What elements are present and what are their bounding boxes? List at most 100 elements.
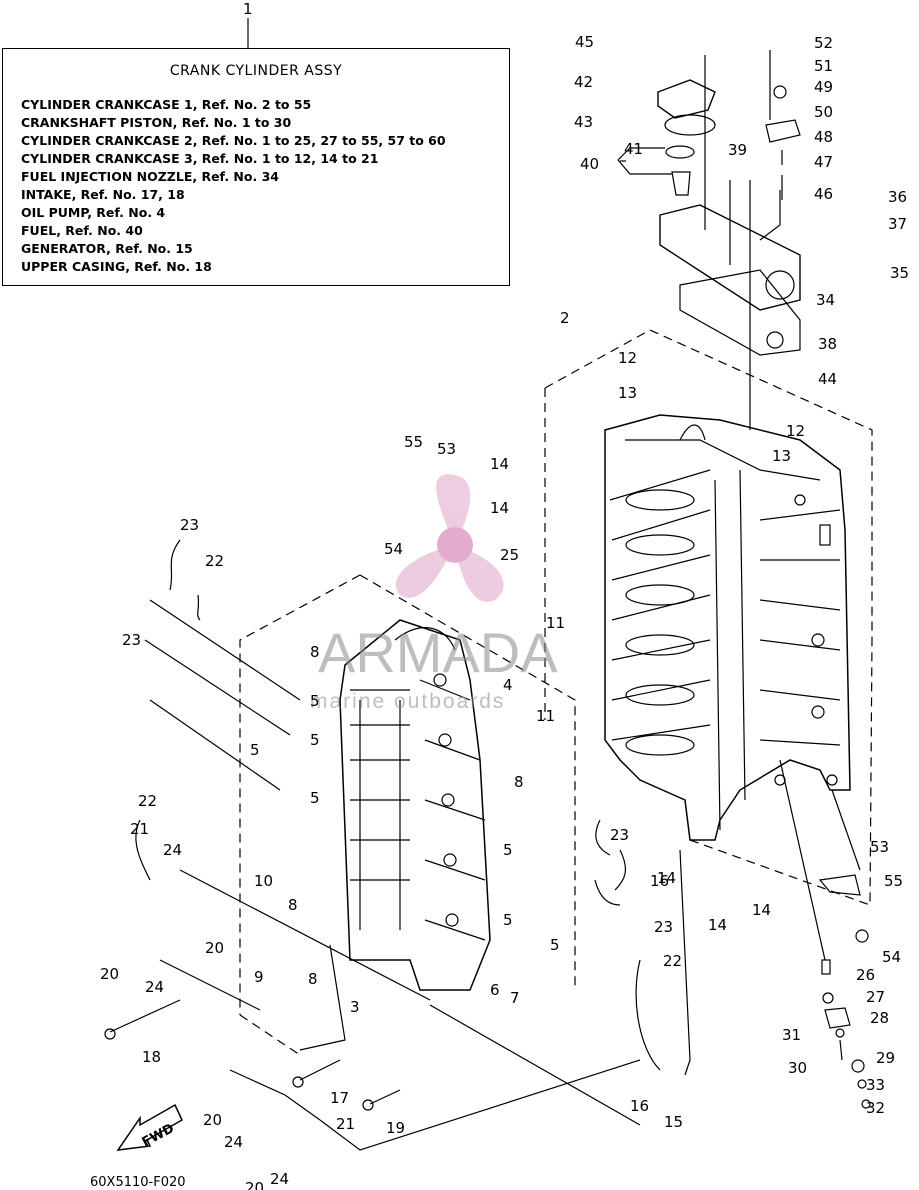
legend-line: FUEL INJECTION NOZZLE, Ref. No. 34 (21, 169, 279, 184)
callout-24: 24 (224, 1133, 243, 1151)
callout-10: 10 (254, 872, 273, 890)
figure-code: 60X5110-F020 (90, 1175, 186, 1190)
callout-14: 14 (657, 869, 676, 887)
callout-17: 17 (330, 1089, 349, 1107)
callout-40: 40 (580, 155, 599, 173)
callout-11: 11 (536, 707, 555, 725)
callout-23: 23 (654, 918, 673, 936)
callout-54: 54 (384, 540, 403, 558)
callout-3: 3 (350, 998, 360, 1016)
callout-12: 12 (786, 422, 805, 440)
callout-22: 22 (138, 792, 157, 810)
callout-24: 24 (270, 1170, 289, 1188)
callout-50: 50 (814, 103, 833, 121)
callout-19: 19 (386, 1119, 405, 1137)
callout-9: 9 (254, 968, 264, 986)
legend-box: CRANK CYLINDER ASSY CYLINDER CRANKCASE 1… (2, 48, 510, 286)
watermark-tagline: marine outboards (310, 690, 505, 713)
callout-29: 29 (876, 1049, 895, 1067)
callout-43: 43 (574, 113, 593, 131)
legend-line: UPPER CASING, Ref. No. 18 (21, 259, 212, 274)
callout-48: 48 (814, 128, 833, 146)
callout-16: 16 (650, 872, 669, 890)
callout-5: 5 (250, 741, 260, 759)
callout-54: 54 (882, 948, 901, 966)
callout-32: 32 (866, 1099, 885, 1117)
callout-37: 37 (888, 215, 907, 233)
callout-52: 52 (814, 34, 833, 52)
callout-22: 22 (663, 952, 682, 970)
callout-2: 2 (560, 309, 570, 327)
callout-8: 8 (308, 970, 318, 988)
callout-24: 24 (163, 841, 182, 859)
callout-14: 14 (490, 499, 509, 517)
callout-5: 5 (503, 911, 513, 929)
callout-51: 51 (814, 57, 833, 75)
callout-20: 20 (205, 939, 224, 957)
callout-33: 33 (866, 1076, 885, 1094)
callout-13: 13 (772, 447, 791, 465)
legend-line: GENERATOR, Ref. No. 15 (21, 241, 193, 256)
callout-8: 8 (310, 643, 320, 661)
callout-18: 18 (142, 1048, 161, 1066)
callout-53: 53 (870, 838, 889, 856)
callout-22: 22 (205, 552, 224, 570)
callout-14: 14 (752, 901, 771, 919)
callout-55: 55 (884, 872, 903, 890)
callout-41: 41 (624, 140, 643, 158)
callout-4: 4 (503, 676, 513, 694)
callout-23: 23 (610, 826, 629, 844)
callout-25: 25 (500, 546, 519, 564)
callout-49: 49 (814, 78, 833, 96)
legend-line: CYLINDER CRANKCASE 3, Ref. No. 1 to 12, … (21, 151, 379, 166)
callout-20: 20 (203, 1111, 222, 1129)
callout-42: 42 (574, 73, 593, 91)
callout-45: 45 (575, 33, 594, 51)
callout-23: 23 (180, 516, 199, 534)
callout-5: 5 (310, 789, 320, 807)
callout-8: 8 (514, 773, 524, 791)
callout-39: 39 (728, 141, 747, 159)
callout-55: 55 (404, 433, 423, 451)
callout-11: 11 (546, 614, 565, 632)
legend-line: INTAKE, Ref. No. 17, 18 (21, 187, 185, 202)
callout-34: 34 (816, 291, 835, 309)
callout-27: 27 (866, 988, 885, 1006)
callout-7: 7 (510, 989, 520, 1007)
legend-line: CRANKSHAFT PISTON, Ref. No. 1 to 30 (21, 115, 292, 130)
callout-53: 53 (437, 440, 456, 458)
callout-21: 21 (130, 820, 149, 838)
callout-44: 44 (818, 370, 837, 388)
callout-24: 24 (145, 978, 164, 996)
watermark-brand: ARMADA (318, 621, 558, 684)
callout-5: 5 (503, 841, 513, 859)
callout-21: 21 (336, 1115, 355, 1133)
callout-16: 16 (630, 1097, 649, 1115)
callout-23: 23 (122, 631, 141, 649)
callout-35: 35 (890, 264, 909, 282)
legend-line: CYLINDER CRANKCASE 1, Ref. No. 2 to 55 (21, 97, 312, 112)
legend-title: CRANK CYLINDER ASSY (169, 63, 343, 79)
callout-38: 38 (818, 335, 837, 353)
callout-31: 31 (782, 1026, 801, 1044)
callout-5: 5 (310, 731, 320, 749)
callout-6: 6 (490, 981, 500, 999)
callout-36: 36 (888, 188, 907, 206)
legend-line: FUEL, Ref. No. 40 (21, 223, 143, 238)
fwd-label: FWD (140, 1121, 177, 1150)
callout-47: 47 (814, 153, 833, 171)
callout-14: 14 (708, 916, 727, 934)
callout-28: 28 (870, 1009, 889, 1027)
legend-line: CYLINDER CRANKCASE 2, Ref. No. 1 to 25, … (21, 133, 446, 148)
callout-5: 5 (550, 936, 560, 954)
callout-20: 20 (245, 1179, 264, 1190)
callout-12: 12 (618, 349, 637, 367)
callout-8: 8 (288, 896, 298, 914)
callout-20: 20 (100, 965, 119, 983)
callout-15: 15 (664, 1113, 683, 1131)
callout-26: 26 (856, 966, 875, 984)
armada-logo-watermark (395, 474, 504, 602)
legend-line: OIL PUMP, Ref. No. 4 (21, 205, 166, 220)
